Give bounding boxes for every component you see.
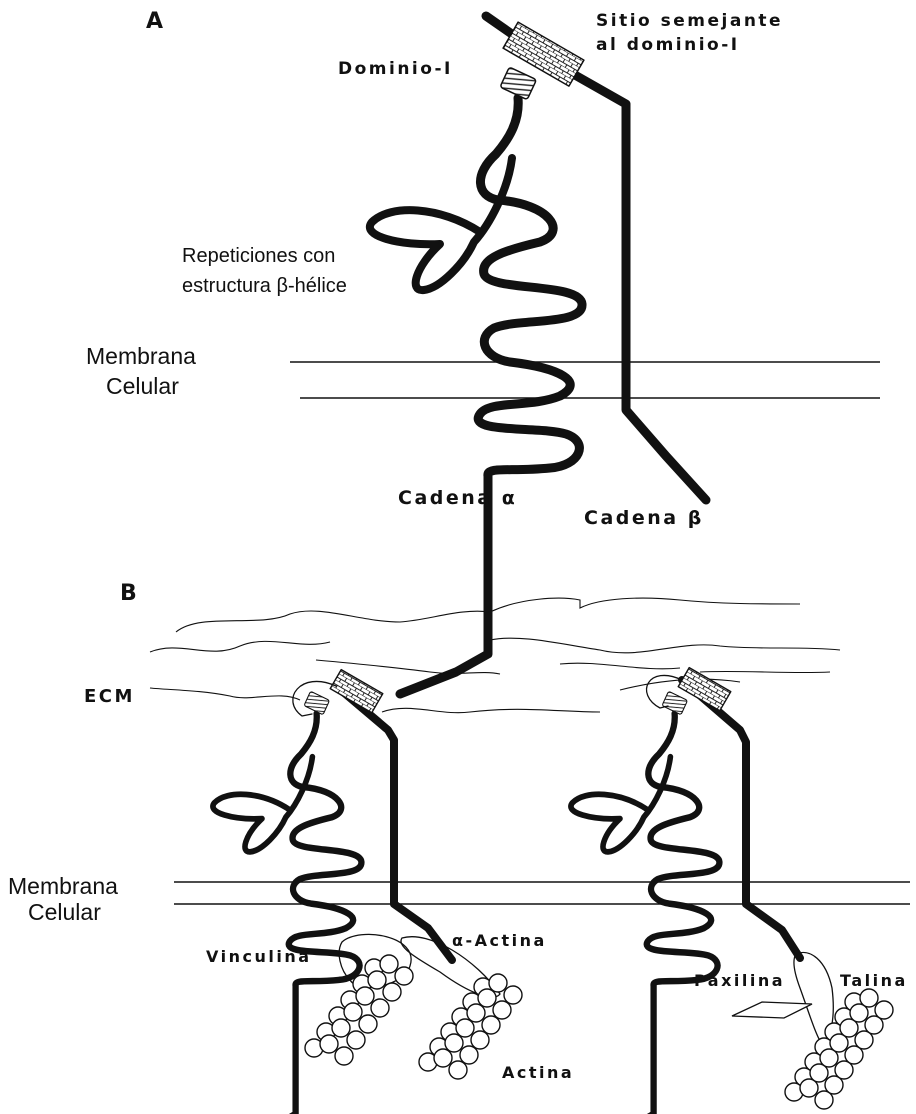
membrane-label-b-1: Membrana	[8, 873, 118, 899]
actin-subunit	[356, 987, 374, 1005]
paxillin-label: Paxilina	[694, 971, 785, 990]
membrane-label-b-2: Celular	[28, 899, 101, 925]
actin-subunit	[493, 1001, 511, 1019]
actin-subunit	[344, 1003, 362, 1021]
beta-chain-b-right	[647, 668, 800, 958]
actin-subunit	[332, 1019, 350, 1037]
beta-chain-label: Cadena β	[584, 507, 704, 529]
actin-subunit	[395, 967, 413, 985]
actin-subunit	[434, 1049, 452, 1067]
ecm-fibers	[150, 598, 840, 713]
actin-subunit	[456, 1019, 474, 1037]
actin-subunit	[467, 1004, 485, 1022]
actin-subunit	[875, 1001, 893, 1019]
membrane-label-a-2: Celular	[106, 373, 179, 399]
i-domain-like-label-2: al dominio-I	[596, 35, 740, 55]
talin-label: Talina	[840, 971, 908, 990]
actin-subunit	[445, 1034, 463, 1052]
actin-subunit	[504, 986, 522, 1004]
actin-label: Actina	[502, 1063, 574, 1082]
vinculin-label: Vinculina	[206, 947, 312, 966]
i-domain-label: Dominio-I	[338, 59, 453, 79]
repeats-label-2: estructura β-hélice	[182, 275, 347, 297]
actin-subunit	[471, 1031, 489, 1049]
actin-subunit	[460, 1046, 478, 1064]
i-domain-like-label-1: Sitio semejante	[596, 11, 783, 31]
actin-subunit	[371, 999, 389, 1017]
actin-subunit	[335, 1047, 353, 1065]
paxillin-shape	[732, 1002, 812, 1018]
actin-subunit	[489, 974, 507, 992]
ecm-label: ECM	[84, 686, 135, 707]
actin-subunit	[380, 955, 398, 973]
actin-subunit	[383, 983, 401, 1001]
actin-subunit	[347, 1031, 365, 1049]
alpha-chain-a	[370, 67, 582, 694]
repeats-label-1: Repeticiones con	[182, 245, 335, 267]
panel-b-letter: B	[120, 581, 137, 606]
panel-a-letter: A	[146, 9, 163, 34]
integrin-right	[571, 668, 833, 1114]
membrane-label-a-1: Membrana	[86, 343, 196, 369]
panel-a: A Sitio semejante al dominio-I Dominio-I…	[86, 9, 880, 694]
alpha-chain-b-right	[571, 691, 720, 1114]
alpha-chain-label: Cadena α	[398, 487, 517, 509]
actin-subunit	[320, 1035, 338, 1053]
alpha-actinin-label: α-Actina	[452, 931, 547, 950]
panel-b: B	[8, 581, 910, 1114]
actin-subunit	[860, 989, 878, 1007]
actin-subunit	[359, 1015, 377, 1033]
actin-subunit	[482, 1016, 500, 1034]
actin-subunit	[478, 989, 496, 1007]
actin-subunit	[449, 1061, 467, 1079]
actin-subunit	[368, 971, 386, 989]
